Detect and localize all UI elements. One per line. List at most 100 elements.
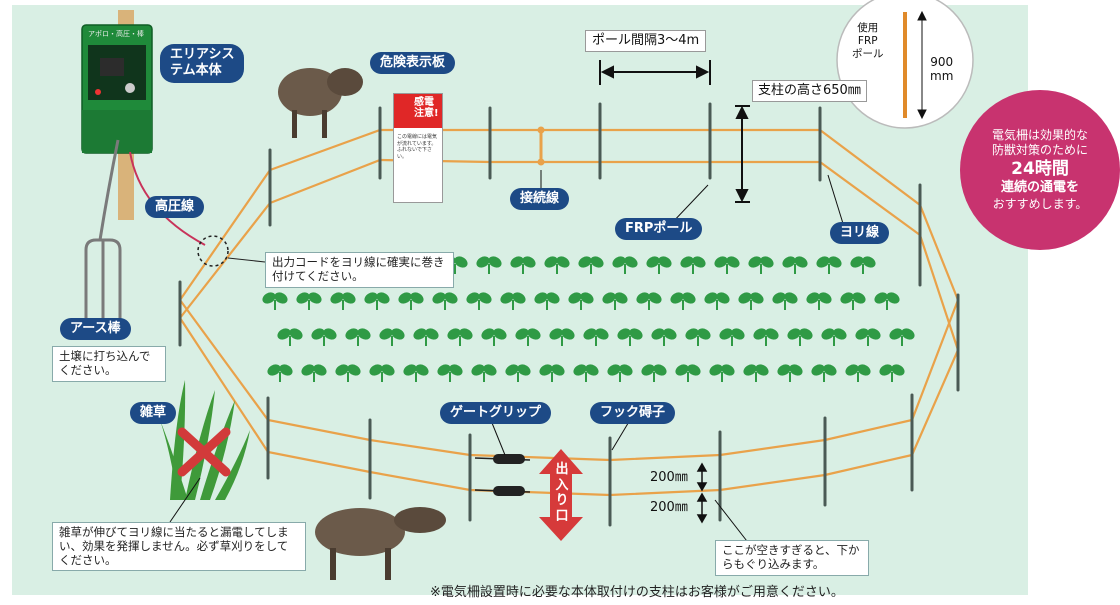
frp-arrowhead-top bbox=[917, 10, 927, 21]
crop-leaf-right bbox=[415, 364, 429, 376]
crop-plant bbox=[845, 364, 871, 382]
crop-plant bbox=[602, 292, 628, 310]
cross-stroke-2 bbox=[177, 427, 231, 477]
crop-leaf-left bbox=[641, 364, 655, 376]
crop-leaf-right bbox=[886, 292, 900, 304]
crop-plant bbox=[534, 292, 560, 310]
crop-leaf-right bbox=[828, 256, 842, 268]
crop-plant bbox=[311, 328, 337, 346]
crop-leaf-right bbox=[731, 328, 745, 340]
crop-plant bbox=[743, 364, 769, 382]
wild-boar-top bbox=[278, 68, 363, 138]
crop-leaf-left bbox=[612, 256, 626, 268]
crop-plant bbox=[267, 364, 293, 382]
crop-leaf-right bbox=[512, 292, 526, 304]
crop-leaf-left bbox=[646, 256, 660, 268]
crop-leaf-left bbox=[685, 328, 699, 340]
crop-leaf-left bbox=[651, 328, 665, 340]
crop-leaf-right bbox=[323, 328, 337, 340]
post-height-label: 支柱の高さ650㎜ bbox=[752, 80, 867, 102]
frp-used-line-1: 使用 bbox=[857, 22, 879, 34]
crop-leaf-right bbox=[750, 292, 764, 304]
crop-leaf-left bbox=[573, 364, 587, 376]
crop-plant bbox=[335, 364, 361, 382]
sign-header bbox=[394, 94, 442, 128]
crop-leaf-left bbox=[534, 292, 548, 304]
crop-plant bbox=[432, 292, 458, 310]
callout-twisted-wire bbox=[827, 174, 846, 231]
crop-leaf-left bbox=[743, 364, 757, 376]
cross-mark bbox=[177, 427, 231, 477]
crop-leaf-left bbox=[816, 256, 830, 268]
crop-leaf-right bbox=[687, 364, 701, 376]
crop-leaf-left bbox=[413, 328, 427, 340]
gate-grip-label: ゲートグリップ bbox=[440, 402, 552, 424]
gate-arrow bbox=[539, 449, 583, 541]
crop-leaf-right bbox=[289, 328, 303, 340]
crop-leaf-right bbox=[546, 292, 560, 304]
crop-leaf-right bbox=[488, 256, 502, 268]
recommend-line-5: おすすめします。 bbox=[992, 196, 1088, 211]
crop-plant bbox=[719, 328, 745, 346]
crop-plant bbox=[437, 364, 463, 382]
crop-leaf-left bbox=[481, 328, 495, 340]
crop-plant bbox=[481, 328, 507, 346]
crop-leaf-right bbox=[697, 328, 711, 340]
main-unit-label: エリアシス テム本体 bbox=[160, 44, 245, 83]
crop-plant bbox=[578, 256, 604, 274]
frp-used-line-3: ポール bbox=[852, 48, 884, 61]
crop-plant bbox=[782, 256, 808, 274]
crop-plant bbox=[646, 256, 672, 274]
crop-leaf-right bbox=[789, 364, 803, 376]
crop-leaf-right bbox=[755, 364, 769, 376]
crop-plant bbox=[612, 256, 638, 274]
earth-rod-label: アース棒 bbox=[60, 318, 131, 340]
crop-leaf-right bbox=[648, 292, 662, 304]
crop-leaf-right bbox=[561, 328, 575, 340]
crop-plant bbox=[714, 256, 740, 274]
spacing-upper-head-bottom bbox=[696, 482, 708, 492]
crop-leaf-left bbox=[379, 328, 393, 340]
crop-leaf-right bbox=[357, 328, 371, 340]
crop-leaf-right bbox=[556, 256, 570, 268]
crop-leaf-left bbox=[568, 292, 582, 304]
boar-head bbox=[394, 507, 446, 533]
crop-leaf-left bbox=[447, 328, 461, 340]
crop-leaf-right bbox=[391, 328, 405, 340]
crop-leaf-left bbox=[738, 292, 752, 304]
crop-leaf-right bbox=[454, 256, 468, 268]
crop-plant bbox=[709, 364, 735, 382]
crop-plant bbox=[670, 292, 696, 310]
crop-plant bbox=[510, 256, 536, 274]
main-unit-line-1: エリアシス bbox=[170, 47, 235, 62]
crop-plant bbox=[811, 364, 837, 382]
frp-length-unit: mm bbox=[930, 68, 954, 83]
crop-plant bbox=[500, 292, 526, 310]
frp-arrowhead-bottom bbox=[917, 109, 927, 120]
gap-note: ここが空きすぎると、下からもぐり込みます。 bbox=[715, 540, 869, 576]
crop-leaf-right bbox=[663, 328, 677, 340]
crop-plant bbox=[544, 256, 570, 274]
crop-leaf-left bbox=[850, 256, 864, 268]
crop-leaf-right bbox=[459, 328, 473, 340]
crop-leaf-right bbox=[833, 328, 847, 340]
crop-plant bbox=[787, 328, 813, 346]
gate-label: 出入り口 bbox=[555, 462, 569, 524]
device-panel-label: アポロ・高圧・棒 bbox=[88, 30, 144, 38]
boar-leg bbox=[385, 548, 391, 580]
crop-leaf-right bbox=[629, 328, 643, 340]
crop-plant bbox=[330, 292, 356, 310]
crop-plant bbox=[476, 256, 502, 274]
crop-leaf-left bbox=[583, 328, 597, 340]
crop-leaf-left bbox=[806, 292, 820, 304]
device-led bbox=[95, 89, 101, 95]
crop-leaf-right bbox=[595, 328, 609, 340]
sign-title-line-1: 感電 bbox=[414, 97, 434, 108]
crop-leaf-right bbox=[653, 364, 667, 376]
crop-leaf-left bbox=[748, 256, 762, 268]
crop-leaf-left bbox=[840, 292, 854, 304]
crop-plant bbox=[777, 364, 803, 382]
crop-leaf-right bbox=[410, 292, 424, 304]
recommendation-badge: 電気柵は効果的な 防獣対策のために 24時間 連続の通電を おすすめします。 bbox=[960, 90, 1120, 250]
